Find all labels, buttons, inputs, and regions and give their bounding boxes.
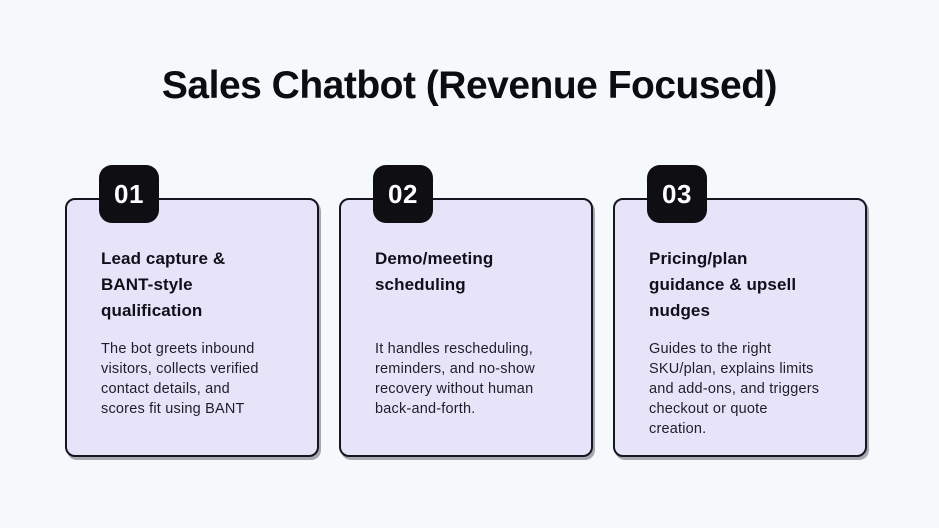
- card-title: Demo/meeting scheduling: [375, 249, 494, 294]
- card-description: Guides to the right SKU/plan, explains l…: [649, 341, 820, 437]
- step-card-body: Lead capture & BANT-style qualification …: [65, 198, 319, 457]
- step-card-3: 03 Pricing/plan guidance & upsell nudges…: [613, 165, 867, 457]
- steps-row: 01 Lead capture & BANT-style qualificati…: [65, 165, 867, 457]
- step-card-1: 01 Lead capture & BANT-style qualificati…: [65, 165, 319, 457]
- step-number-badge: 01: [99, 165, 159, 223]
- step-number: 01: [114, 178, 144, 209]
- step-card-body: Demo/meeting scheduling It handles resch…: [339, 198, 593, 457]
- step-number: 03: [662, 178, 692, 209]
- card-description: It handles rescheduling, reminders, and …: [375, 341, 535, 417]
- step-number-badge: 03: [647, 165, 707, 223]
- page-title: Sales Chatbot (Revenue Focused): [161, 64, 778, 107]
- card-description: The bot greets inbound visitors, collect…: [101, 341, 259, 417]
- card-title: Pricing/plan guidance & upsell nudges: [649, 249, 797, 320]
- step-card-2: 02 Demo/meeting scheduling It handles re…: [339, 165, 593, 457]
- step-number-badge: 02: [373, 165, 433, 223]
- step-number: 02: [388, 178, 418, 209]
- card-title: Lead capture & BANT-style qualification: [101, 249, 226, 320]
- step-card-body: Pricing/plan guidance & upsell nudges Gu…: [613, 198, 867, 457]
